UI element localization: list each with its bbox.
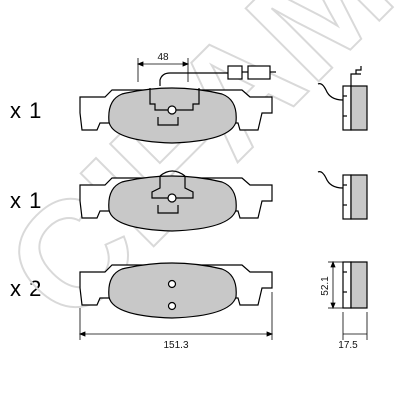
dimension-label-151-3: 151.3 xyxy=(163,340,188,351)
dimension-151-3 xyxy=(78,292,274,340)
friction-material-1 xyxy=(108,87,237,144)
quantity-label-pad-3: x 2 xyxy=(10,276,43,301)
dimension-48 xyxy=(136,58,190,82)
side-spring-1 xyxy=(317,83,344,101)
side-spring-2 xyxy=(317,171,344,189)
side-view-2 xyxy=(317,171,368,220)
sensor-connector-1a xyxy=(227,65,243,80)
quantity-label-pad-1: x 1 xyxy=(10,98,43,123)
side-view-1 xyxy=(317,66,368,131)
dimension-label-17-5: 17.5 xyxy=(338,340,358,351)
hole-1 xyxy=(167,105,177,115)
friction-material-3 xyxy=(108,262,237,319)
side-friction-3 xyxy=(350,261,368,309)
side-plate-2 xyxy=(342,174,352,220)
dimension-52-1 xyxy=(328,260,343,310)
pad-3 xyxy=(79,262,273,319)
side-friction-1 xyxy=(350,85,368,131)
hole-2 xyxy=(167,193,177,203)
sensor-connector-1b xyxy=(247,65,271,80)
sensor-wire-1 xyxy=(159,72,228,86)
hole-3a xyxy=(167,279,177,289)
quantity-label-pad-2: x 1 xyxy=(10,188,43,213)
friction-material-2 xyxy=(108,175,237,232)
side-plate-3 xyxy=(342,261,352,309)
dimension-label-52-1: 52.1 xyxy=(320,276,331,296)
side-sensor-1 xyxy=(350,66,362,86)
side-friction-2 xyxy=(350,174,368,220)
clip-spring-2 xyxy=(159,170,186,177)
pad-2 xyxy=(79,170,273,232)
dimension-label-48: 48 xyxy=(157,52,169,63)
side-plate-1 xyxy=(342,85,352,131)
side-view-3 xyxy=(342,261,368,309)
pad-1 xyxy=(79,65,276,144)
dimension-17-5 xyxy=(342,312,368,340)
hole-3b xyxy=(167,301,177,311)
